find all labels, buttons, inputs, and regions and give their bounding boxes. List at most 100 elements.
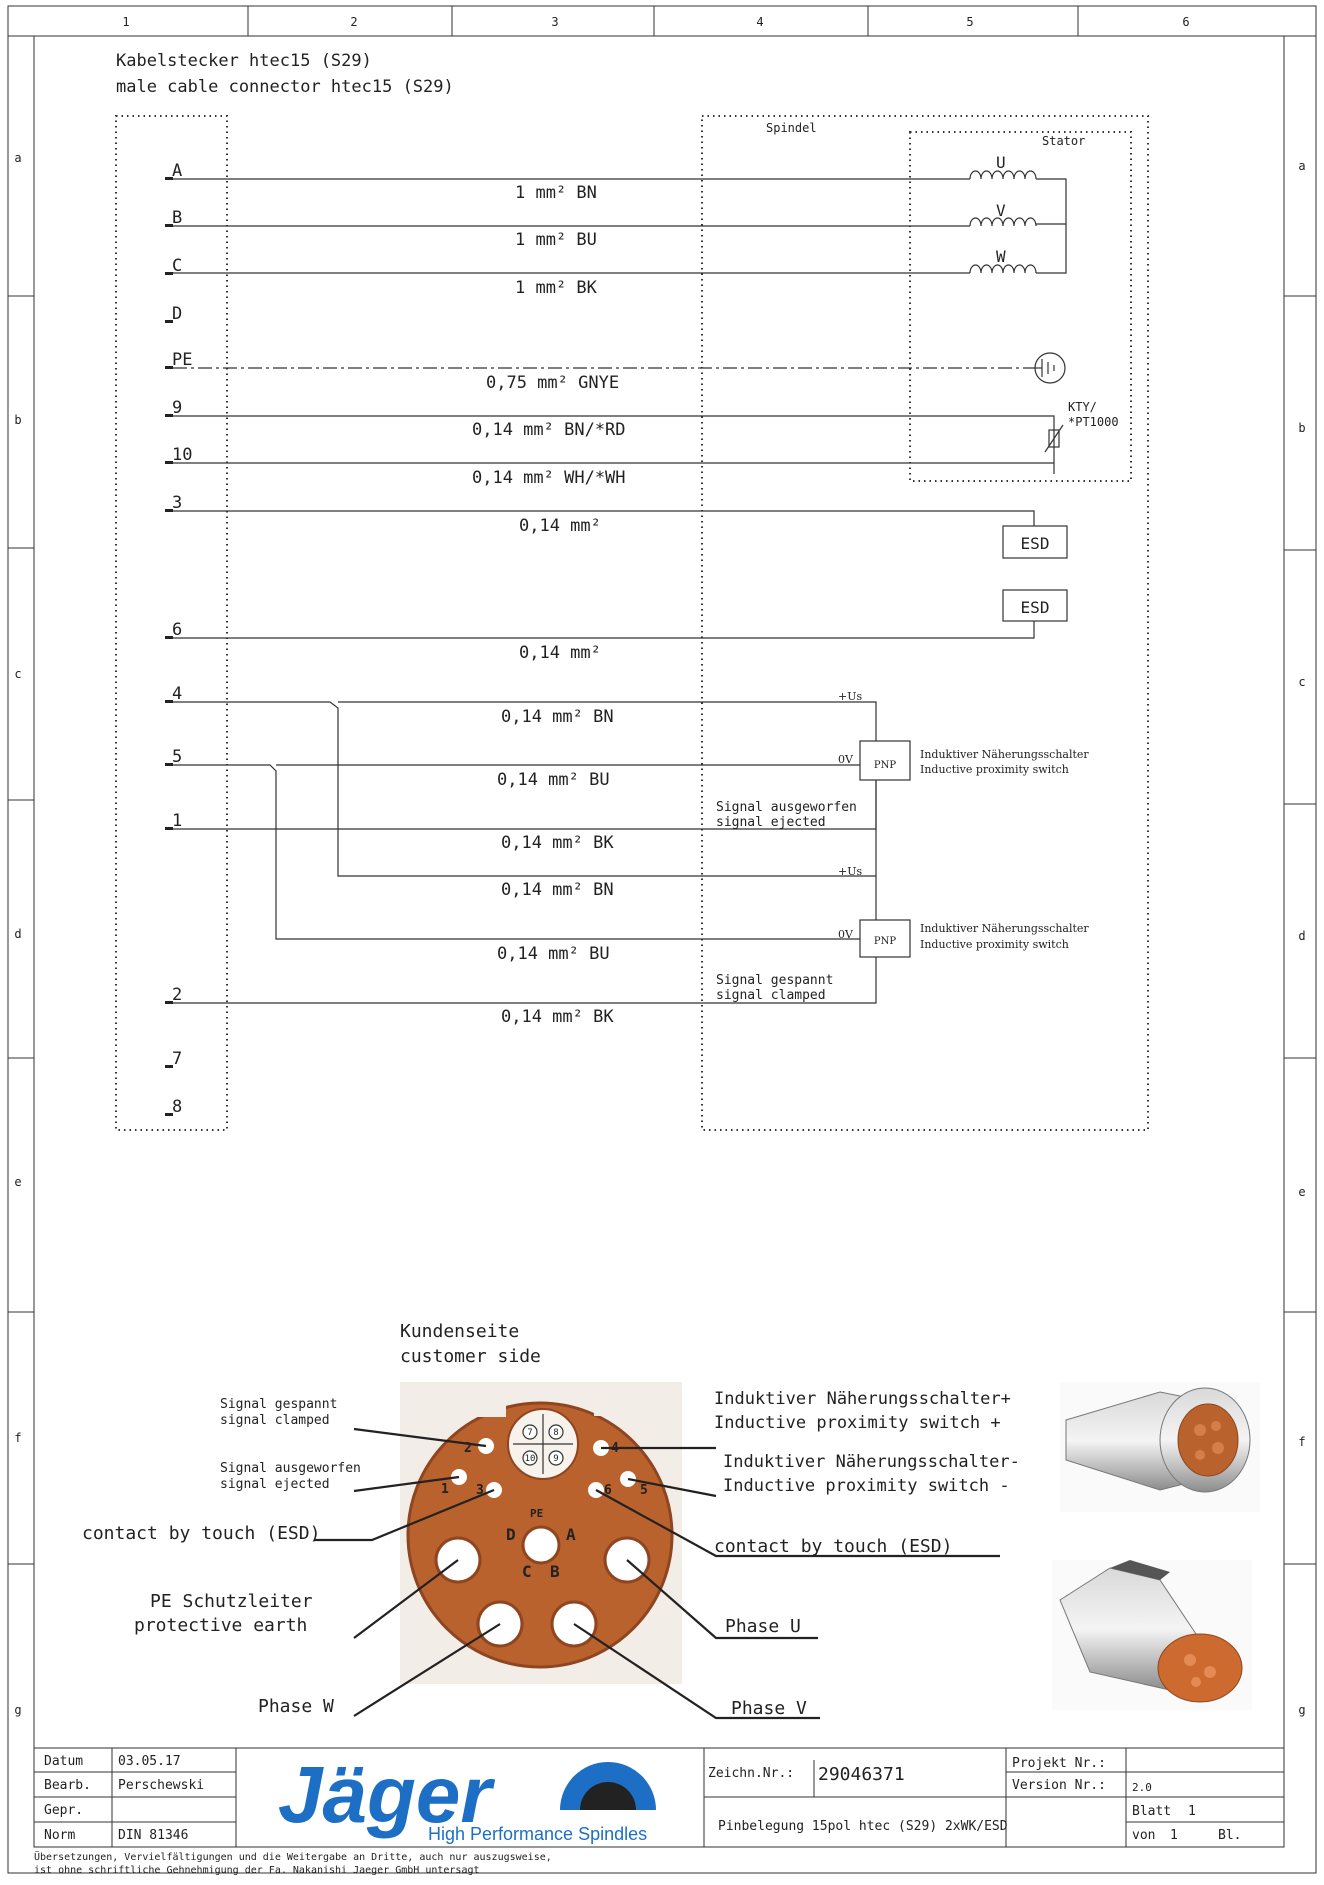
face-pin-d: D: [506, 1525, 516, 1544]
row-label: b: [14, 413, 21, 427]
sensor-label: KTY/: [1068, 400, 1097, 414]
wire-label: 0,14 mm²: [519, 516, 601, 536]
svg-text:2: 2: [172, 985, 182, 1005]
face-callouts-left: Signal gespannt signal clamped Signal au…: [220, 1397, 361, 1492]
svg-text:ESD: ESD: [1021, 534, 1050, 553]
svg-text:7: 7: [172, 1049, 182, 1069]
pin: 3: [165, 493, 182, 513]
bearb-label: Bearb.: [44, 1778, 91, 1793]
wire-label: 0,75 mm² GNYE: [486, 373, 619, 393]
von-label: von: [1132, 1828, 1155, 1843]
ground-symbol: [1034, 352, 1066, 384]
pin: PE: [165, 350, 192, 370]
pin: 7: [165, 1049, 182, 1069]
row-label: g: [1298, 1703, 1305, 1717]
esd-box: ESD: [1002, 589, 1068, 622]
callout-ejected-de: Signal ausgeworfen: [220, 1461, 361, 1476]
row-label: a: [14, 151, 21, 165]
zero-v-label: 0V: [838, 928, 854, 941]
wire-label: 1 mm² BN: [515, 183, 597, 203]
title-block-grid: [33, 1747, 1285, 1848]
face-callouts-left-large: contact by touch (ESD) PE Schutzleiter p…: [82, 1523, 334, 1717]
proximity-switch-1: PNP +Us 0V Induktiver Näherungsschalter …: [716, 690, 1089, 830]
projekt-label: Projekt Nr.:: [1012, 1756, 1106, 1771]
col-label: 1: [122, 15, 129, 29]
blatt-value: 1: [1188, 1804, 1196, 1819]
connector-title-de: Kabelstecker htec15 (S29): [116, 51, 372, 71]
face-pin-a: A: [566, 1525, 576, 1544]
wire-label: 0,14 mm² BU: [497, 770, 610, 790]
pin: 8: [165, 1097, 182, 1117]
copyright-line-2: ist ohne schriftliche Gehnehmigung der F…: [34, 1865, 480, 1876]
drawing-description: Pinbelegung 15pol htec (S29) 2xWK/ESD: [718, 1819, 1008, 1834]
blatt-label: Blatt: [1132, 1804, 1171, 1819]
logo-tagline: High Performance Spindles: [428, 1824, 647, 1844]
version-label: Version Nr.:: [1012, 1778, 1106, 1793]
zeichn-value: 29046371: [818, 1764, 905, 1785]
row-label: a: [1298, 159, 1305, 173]
proximity-switch-2: PNP +Us 0V Induktiver Näherungsschalter …: [716, 865, 1089, 1003]
signal-ejected-en: signal ejected: [716, 815, 826, 830]
datum-value: 03.05.17: [118, 1754, 181, 1769]
pin: 1: [165, 811, 182, 831]
col-label: 6: [1182, 15, 1189, 29]
row-label: d: [1298, 929, 1305, 943]
row-label: f: [1298, 1435, 1305, 1449]
pin: 4: [165, 684, 182, 704]
copyright-line-1: Übersetzungen, Vervielfältigungen und di…: [34, 1850, 552, 1863]
pnp-label: PNP: [874, 936, 896, 947]
title-block-left: Datum 03.05.17 Bearb. Perschewski Gepr. …: [44, 1754, 204, 1843]
col-label: 4: [756, 15, 763, 29]
sensor-label: *PT1000: [1068, 415, 1119, 429]
face-pin-10: 10: [525, 1454, 536, 1464]
signal-ejected-de: Signal ausgeworfen: [716, 800, 857, 815]
gepr-label: Gepr.: [44, 1803, 83, 1818]
svg-text:8: 8: [172, 1097, 182, 1117]
pin: B: [165, 208, 182, 228]
zero-v-label: 0V: [838, 753, 854, 766]
row-label: c: [14, 667, 21, 681]
connector-photo-2: [1052, 1560, 1252, 1710]
signal-clamped-de: Signal gespannt: [716, 973, 833, 988]
zeichn-label: Zeichn.Nr.:: [708, 1766, 794, 1781]
esd-box: ESD: [1002, 525, 1068, 559]
svg-text:A: A: [172, 161, 182, 181]
row-label: f: [14, 1431, 21, 1445]
callout-pe-de: PE Schutzleiter: [150, 1591, 313, 1612]
face-pin-5: 5: [640, 1483, 648, 1498]
signal-clamped-en: signal clamped: [716, 988, 826, 1003]
coil-label-w: W: [996, 247, 1006, 266]
pin: A: [165, 161, 182, 181]
row-label: d: [14, 927, 21, 941]
plus-us-label: +Us: [838, 690, 862, 703]
wire-labels: 1 mm² BN 1 mm² BU 1 mm² BK 0,75 mm² GNYE…: [472, 183, 626, 1027]
face-heading-de: Kundenseite: [400, 1321, 519, 1342]
svg-text:C: C: [172, 256, 182, 276]
face-pin-c: C: [522, 1562, 532, 1581]
wire-label: 0,14 mm² BK: [501, 833, 614, 853]
spindle-label: Spindel: [766, 121, 817, 135]
svg-text:4: 4: [172, 684, 182, 704]
svg-text:9: 9: [172, 398, 182, 418]
von-value: 1: [1170, 1828, 1178, 1843]
face-pin-9: 9: [553, 1454, 558, 1464]
face-pin-8: 8: [553, 1428, 558, 1438]
face-pin-b: B: [550, 1562, 560, 1581]
callout-switch-plus-en: Inductive proximity switch +: [714, 1413, 1001, 1433]
pin: 9: [165, 398, 182, 418]
row-label: c: [1298, 675, 1305, 689]
callout-clamped-en: signal clamped: [220, 1413, 330, 1428]
pin: D: [165, 304, 182, 324]
bl-label: Bl.: [1218, 1828, 1241, 1843]
norm-label: Norm: [44, 1828, 75, 1843]
row-label: e: [1298, 1185, 1305, 1199]
face-pin-7: 7: [527, 1428, 532, 1438]
wire-label: 0,14 mm² BN: [501, 880, 614, 900]
pin-list: A B C D PE 9 10 3 6 4 5 1 2 7 8: [165, 161, 192, 1117]
pin: 2: [165, 985, 182, 1005]
datum-label: Datum: [44, 1754, 83, 1769]
pin: 5: [165, 747, 182, 767]
wires: [173, 178, 1067, 1004]
face-pin-3: 3: [476, 1483, 484, 1498]
